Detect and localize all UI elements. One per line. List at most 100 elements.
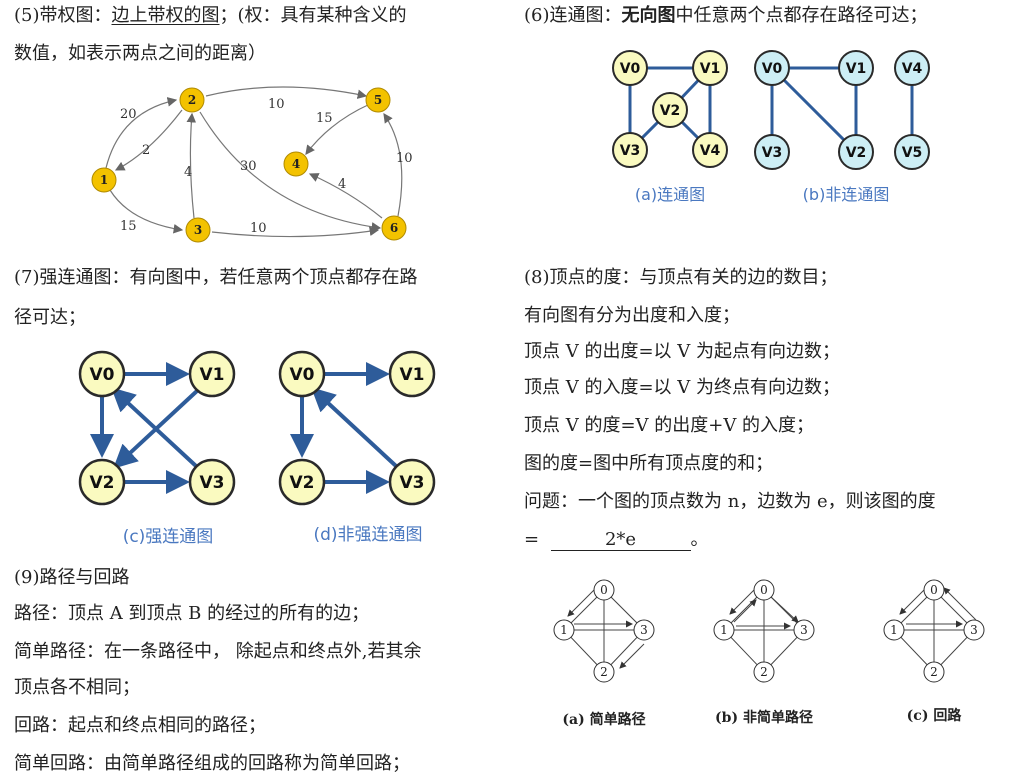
weight-label: 2 bbox=[142, 143, 150, 158]
sec8-answer-line: = 2*e。 bbox=[524, 528, 709, 552]
node-2 bbox=[593, 661, 615, 683]
node-label: V1 bbox=[400, 365, 425, 385]
sec9-line: 简单路径：在一条路径中， 除起点和终点外,若其余 bbox=[14, 641, 422, 662]
node-label: 0 bbox=[600, 583, 608, 597]
node-v0 bbox=[278, 350, 326, 398]
weight-label: 30 bbox=[240, 159, 257, 174]
node-v2 bbox=[278, 458, 326, 506]
node-label: V2 bbox=[90, 473, 115, 493]
node-6 bbox=[381, 215, 407, 241]
node-label: V4 bbox=[700, 143, 721, 159]
node-0 bbox=[923, 579, 945, 601]
sec5-line-1: (5)带权图：边上带权的图；(权：具有某种含义的 bbox=[14, 4, 407, 28]
sec7-line-1: (7)强连通图：有向图中，若任意两个顶点都存在路 bbox=[14, 267, 418, 288]
answer-blank: 2*e bbox=[550, 530, 691, 551]
node-3 bbox=[185, 217, 211, 243]
node-label: 4 bbox=[292, 157, 300, 171]
node-v1 bbox=[838, 50, 874, 86]
sec6-desc: 中任意两个点都存在路径可达； bbox=[675, 5, 928, 26]
node-label: V2 bbox=[660, 103, 681, 119]
edge-3-2 bbox=[186, 112, 197, 219]
node-label: 1 bbox=[100, 173, 108, 187]
sec9-line: (9)路径与回路 bbox=[14, 567, 130, 588]
connected-graphs: V0 V1 V2 V3 V4 V0 V1 V2 V3 V4 V5 (a)连通图 … bbox=[612, 50, 930, 204]
sec9-line: 路径：顶点 A 到顶点 B 的经过的所有的边； bbox=[14, 603, 370, 624]
node-label: V1 bbox=[200, 365, 225, 385]
node-label: V3 bbox=[762, 145, 783, 161]
sec5-term: 边上带权的图 bbox=[111, 5, 220, 26]
node-label: V3 bbox=[200, 473, 225, 493]
weight-label: 10 bbox=[250, 221, 267, 236]
node-label: 6 bbox=[390, 221, 398, 235]
edge-1-2 bbox=[105, 97, 178, 169]
node-label: 2 bbox=[760, 665, 768, 679]
sec8-line: (8)顶点的度：与顶点有关的边的数目； bbox=[524, 267, 838, 288]
node-v2 bbox=[838, 134, 874, 170]
node-2 bbox=[179, 87, 205, 113]
node-label: 1 bbox=[560, 623, 568, 637]
node-label: V2 bbox=[290, 473, 315, 493]
weight-label: 4 bbox=[338, 177, 346, 192]
sec9-line: 顶点各不相同； bbox=[14, 677, 140, 698]
weight-label: 10 bbox=[396, 151, 413, 166]
node-v3 bbox=[188, 458, 236, 506]
node-v1 bbox=[692, 50, 728, 86]
node-3 bbox=[793, 619, 815, 641]
node-v2 bbox=[652, 92, 688, 128]
node-1 bbox=[713, 619, 735, 641]
sec9-line: 回路：起点和终点相同的路径； bbox=[14, 715, 266, 736]
node-0 bbox=[593, 579, 615, 601]
edge bbox=[770, 66, 858, 154]
node-v3 bbox=[612, 132, 648, 168]
node-label: 3 bbox=[970, 623, 978, 637]
weighted-graph: 20 2 15 4 10 30 10 15 4 10 1 2 3 4 5 6 bbox=[91, 86, 413, 243]
sec8-line: 图的度=图中所有顶点度的和； bbox=[524, 453, 774, 474]
sec9-line: 简单回路：由简单路径组成的回路称为简单回路； bbox=[14, 753, 410, 774]
node-v2 bbox=[78, 458, 126, 506]
caption-b: (b)非连通图 bbox=[803, 185, 890, 204]
weight-label: 15 bbox=[120, 219, 137, 234]
node-v0 bbox=[754, 50, 790, 86]
node-0 bbox=[753, 579, 775, 601]
node-v0 bbox=[612, 50, 648, 86]
node-v4 bbox=[894, 50, 930, 86]
edge-2-6 bbox=[199, 111, 382, 232]
sec8-line: 顶点 V 的度=V 的出度+V 的入度； bbox=[524, 415, 815, 436]
sec5-line-2: 数值，如表示两点之间的距离） bbox=[14, 43, 266, 64]
node-1 bbox=[883, 619, 905, 641]
path-graphs: 0 1 2 3 0 1 2 3 0 1 2 3 (a) 简单路径 (b) 非简单… bbox=[553, 579, 985, 728]
weight-label: 10 bbox=[268, 97, 285, 112]
node-label: 0 bbox=[930, 583, 938, 597]
node-2 bbox=[753, 661, 775, 683]
node-label: V1 bbox=[700, 61, 721, 77]
node-label: 1 bbox=[720, 623, 728, 637]
node-label: V0 bbox=[620, 61, 641, 77]
caption-simple-path: (a) 简单路径 bbox=[562, 711, 645, 728]
sec8-line: 有向图有分为出度和入度； bbox=[524, 305, 740, 326]
node-label: 3 bbox=[194, 223, 202, 237]
node-label: V0 bbox=[762, 61, 783, 77]
weight-label: 20 bbox=[120, 107, 137, 122]
node-label: V3 bbox=[620, 143, 641, 159]
sec8-line: 问题：一个图的顶点数为 n，边数为 e，则该图的度 bbox=[524, 491, 936, 512]
node-label: V0 bbox=[290, 365, 315, 385]
node-label: 2 bbox=[930, 665, 938, 679]
sec8-line: 顶点 V 的出度=以 V 为起点有向边数； bbox=[524, 341, 840, 362]
node-v3 bbox=[754, 134, 790, 170]
strong-graphs: V0 V1 V2 V3 V0 V1 V2 V3 (c)强连通图 (d)非强连通图 bbox=[78, 350, 436, 547]
node-label: 2 bbox=[188, 93, 196, 107]
node-label: V1 bbox=[846, 61, 867, 77]
sec6-term: 无向图 bbox=[621, 5, 676, 26]
node-label: V3 bbox=[400, 473, 425, 493]
edge bbox=[311, 387, 398, 468]
sec7-line-2: 径可达； bbox=[14, 307, 86, 328]
edge-3-6 bbox=[211, 226, 380, 238]
caption-non-simple-path: (b) 非简单路径 bbox=[715, 709, 813, 726]
node-v5 bbox=[894, 134, 930, 170]
node-label: V0 bbox=[90, 365, 115, 385]
node-label: 3 bbox=[800, 623, 808, 637]
node-1 bbox=[91, 167, 117, 193]
caption-d: (d)非强连通图 bbox=[313, 525, 422, 545]
node-label: V2 bbox=[846, 145, 867, 161]
caption-a: (a)连通图 bbox=[635, 185, 705, 204]
